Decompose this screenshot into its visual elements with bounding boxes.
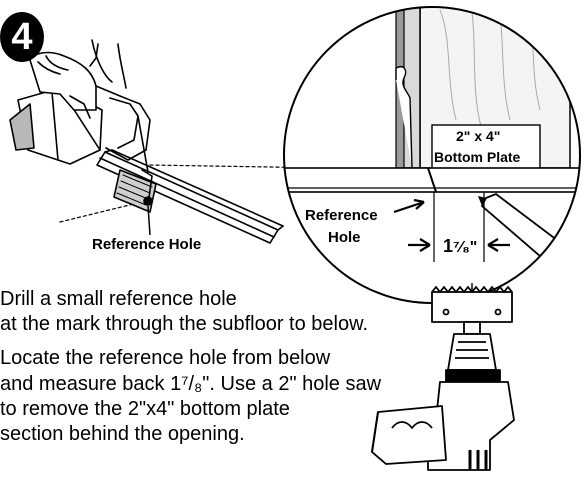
detail-circle: [284, 7, 580, 284]
label-reference-hole-left: Reference Hole: [92, 236, 202, 253]
label-reference-right-line1: Reference: [305, 207, 378, 224]
label-reference-right-line2: Hole: [328, 229, 361, 246]
instruction-2-line-2: and measure back 1⁷/₈". Use a 2" hole sa…: [0, 373, 382, 395]
left-drill-illustration: [9, 39, 331, 244]
instruction-2-line-4: section behind the opening.: [0, 423, 245, 445]
step-number-badge: 4: [0, 12, 44, 62]
measurement-whole: 1: [443, 236, 454, 256]
instruction-1-line-1: Drill a small reference hole: [0, 288, 237, 310]
instruction-2-line-3: to remove the 2"x4" bottom plate: [0, 398, 290, 420]
instruction-2-line-1: Locate the reference hole from below: [0, 347, 331, 369]
hole-saw-drill-illustration: [371, 283, 515, 471]
instruction-1-line-2: at the mark through the subfloor to belo…: [0, 313, 368, 335]
leader-reference-hole-left: [147, 205, 151, 236]
label-measurement: 1⁷⁄₈": [443, 235, 477, 259]
label-bottom-plate: Bottom Plate: [434, 149, 521, 165]
measurement-fraction: ⁷⁄₈": [453, 239, 478, 256]
label-plate-size: 2" x 4": [456, 128, 501, 144]
